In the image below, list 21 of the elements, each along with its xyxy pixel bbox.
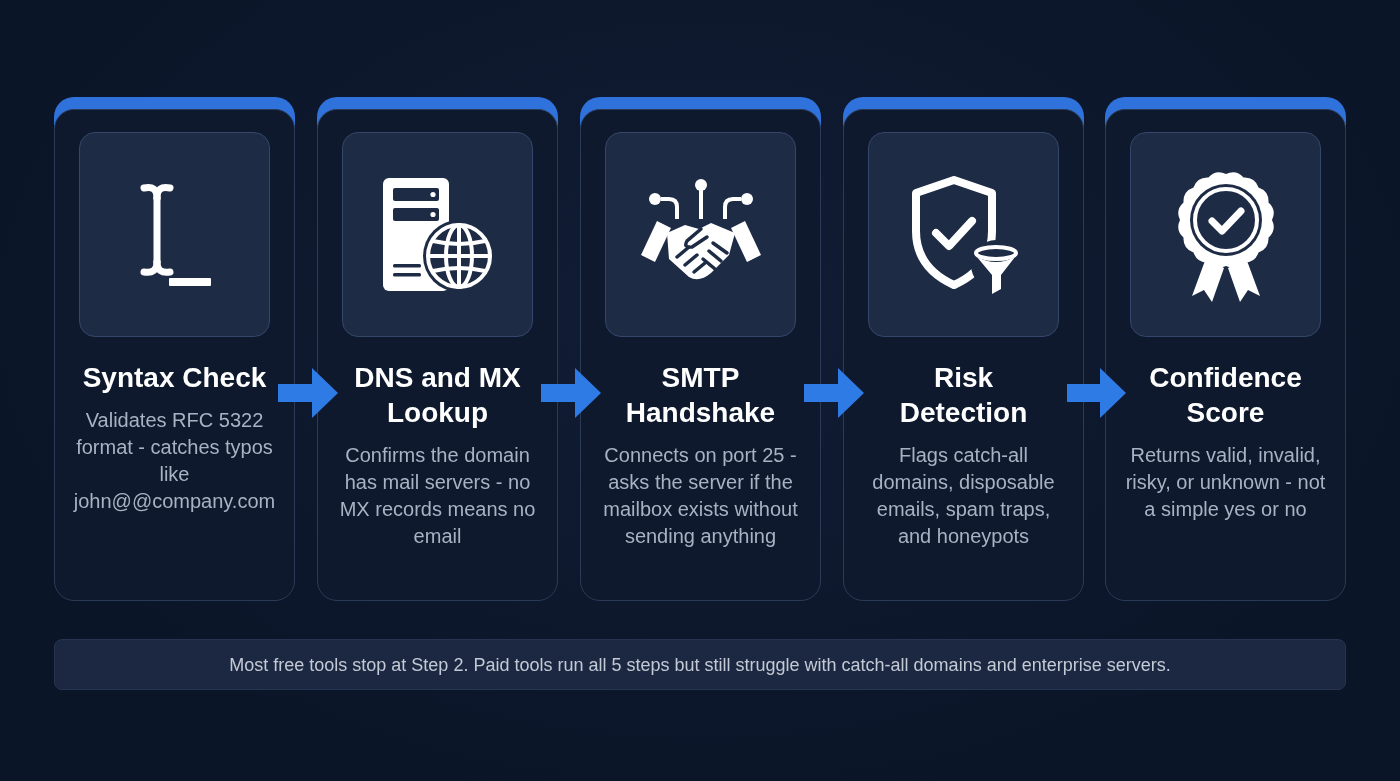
step-description: Flags catch-all domains, disposable emails, spam traps, and honeypots bbox=[871, 443, 1056, 549]
arrow bbox=[278, 368, 338, 418]
step-title: Syntax Check bbox=[82, 361, 267, 395]
step-card bbox=[843, 97, 1084, 601]
step-card bbox=[1105, 97, 1346, 601]
arrow bbox=[1067, 368, 1126, 418]
step-title: SMTP Handshake bbox=[624, 361, 777, 430]
step-title: DNS and MX Lookup bbox=[353, 361, 522, 430]
step-description: Connects on port 25 - asks the server if the mailbox exists without sending anything bbox=[602, 443, 799, 549]
arrow bbox=[804, 368, 864, 418]
step-card bbox=[317, 97, 558, 601]
step-description: Confirms the domain has mail servers - no MX records means no email bbox=[338, 443, 537, 549]
arrow bbox=[541, 368, 601, 418]
step-title: Confidence Score bbox=[1148, 361, 1303, 430]
step-card bbox=[54, 97, 295, 601]
step-description: Returns valid, invalid, risky, or unknown - not a simple yes or no bbox=[1124, 443, 1327, 522]
step-title: Risk Detection bbox=[898, 361, 1029, 430]
step-card bbox=[580, 97, 821, 601]
note-banner bbox=[54, 639, 1346, 690]
note-text: Most free tools stop at Step 2. Paid tools run all 5 steps but still struggle with catch-all domains and enterprise servers. bbox=[229, 653, 1171, 677]
step-description: Validates RFC 5322 format - catches typos like john@@company.com bbox=[72, 408, 277, 514]
